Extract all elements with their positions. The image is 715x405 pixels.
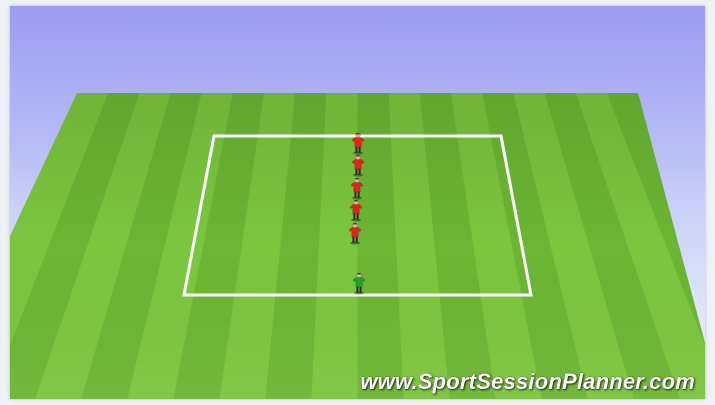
pitch-svg <box>10 6 705 399</box>
watermark-text: www.SportSessionPlanner.com <box>360 369 695 395</box>
drill-diagram: www.SportSessionPlanner.com <box>10 6 705 399</box>
